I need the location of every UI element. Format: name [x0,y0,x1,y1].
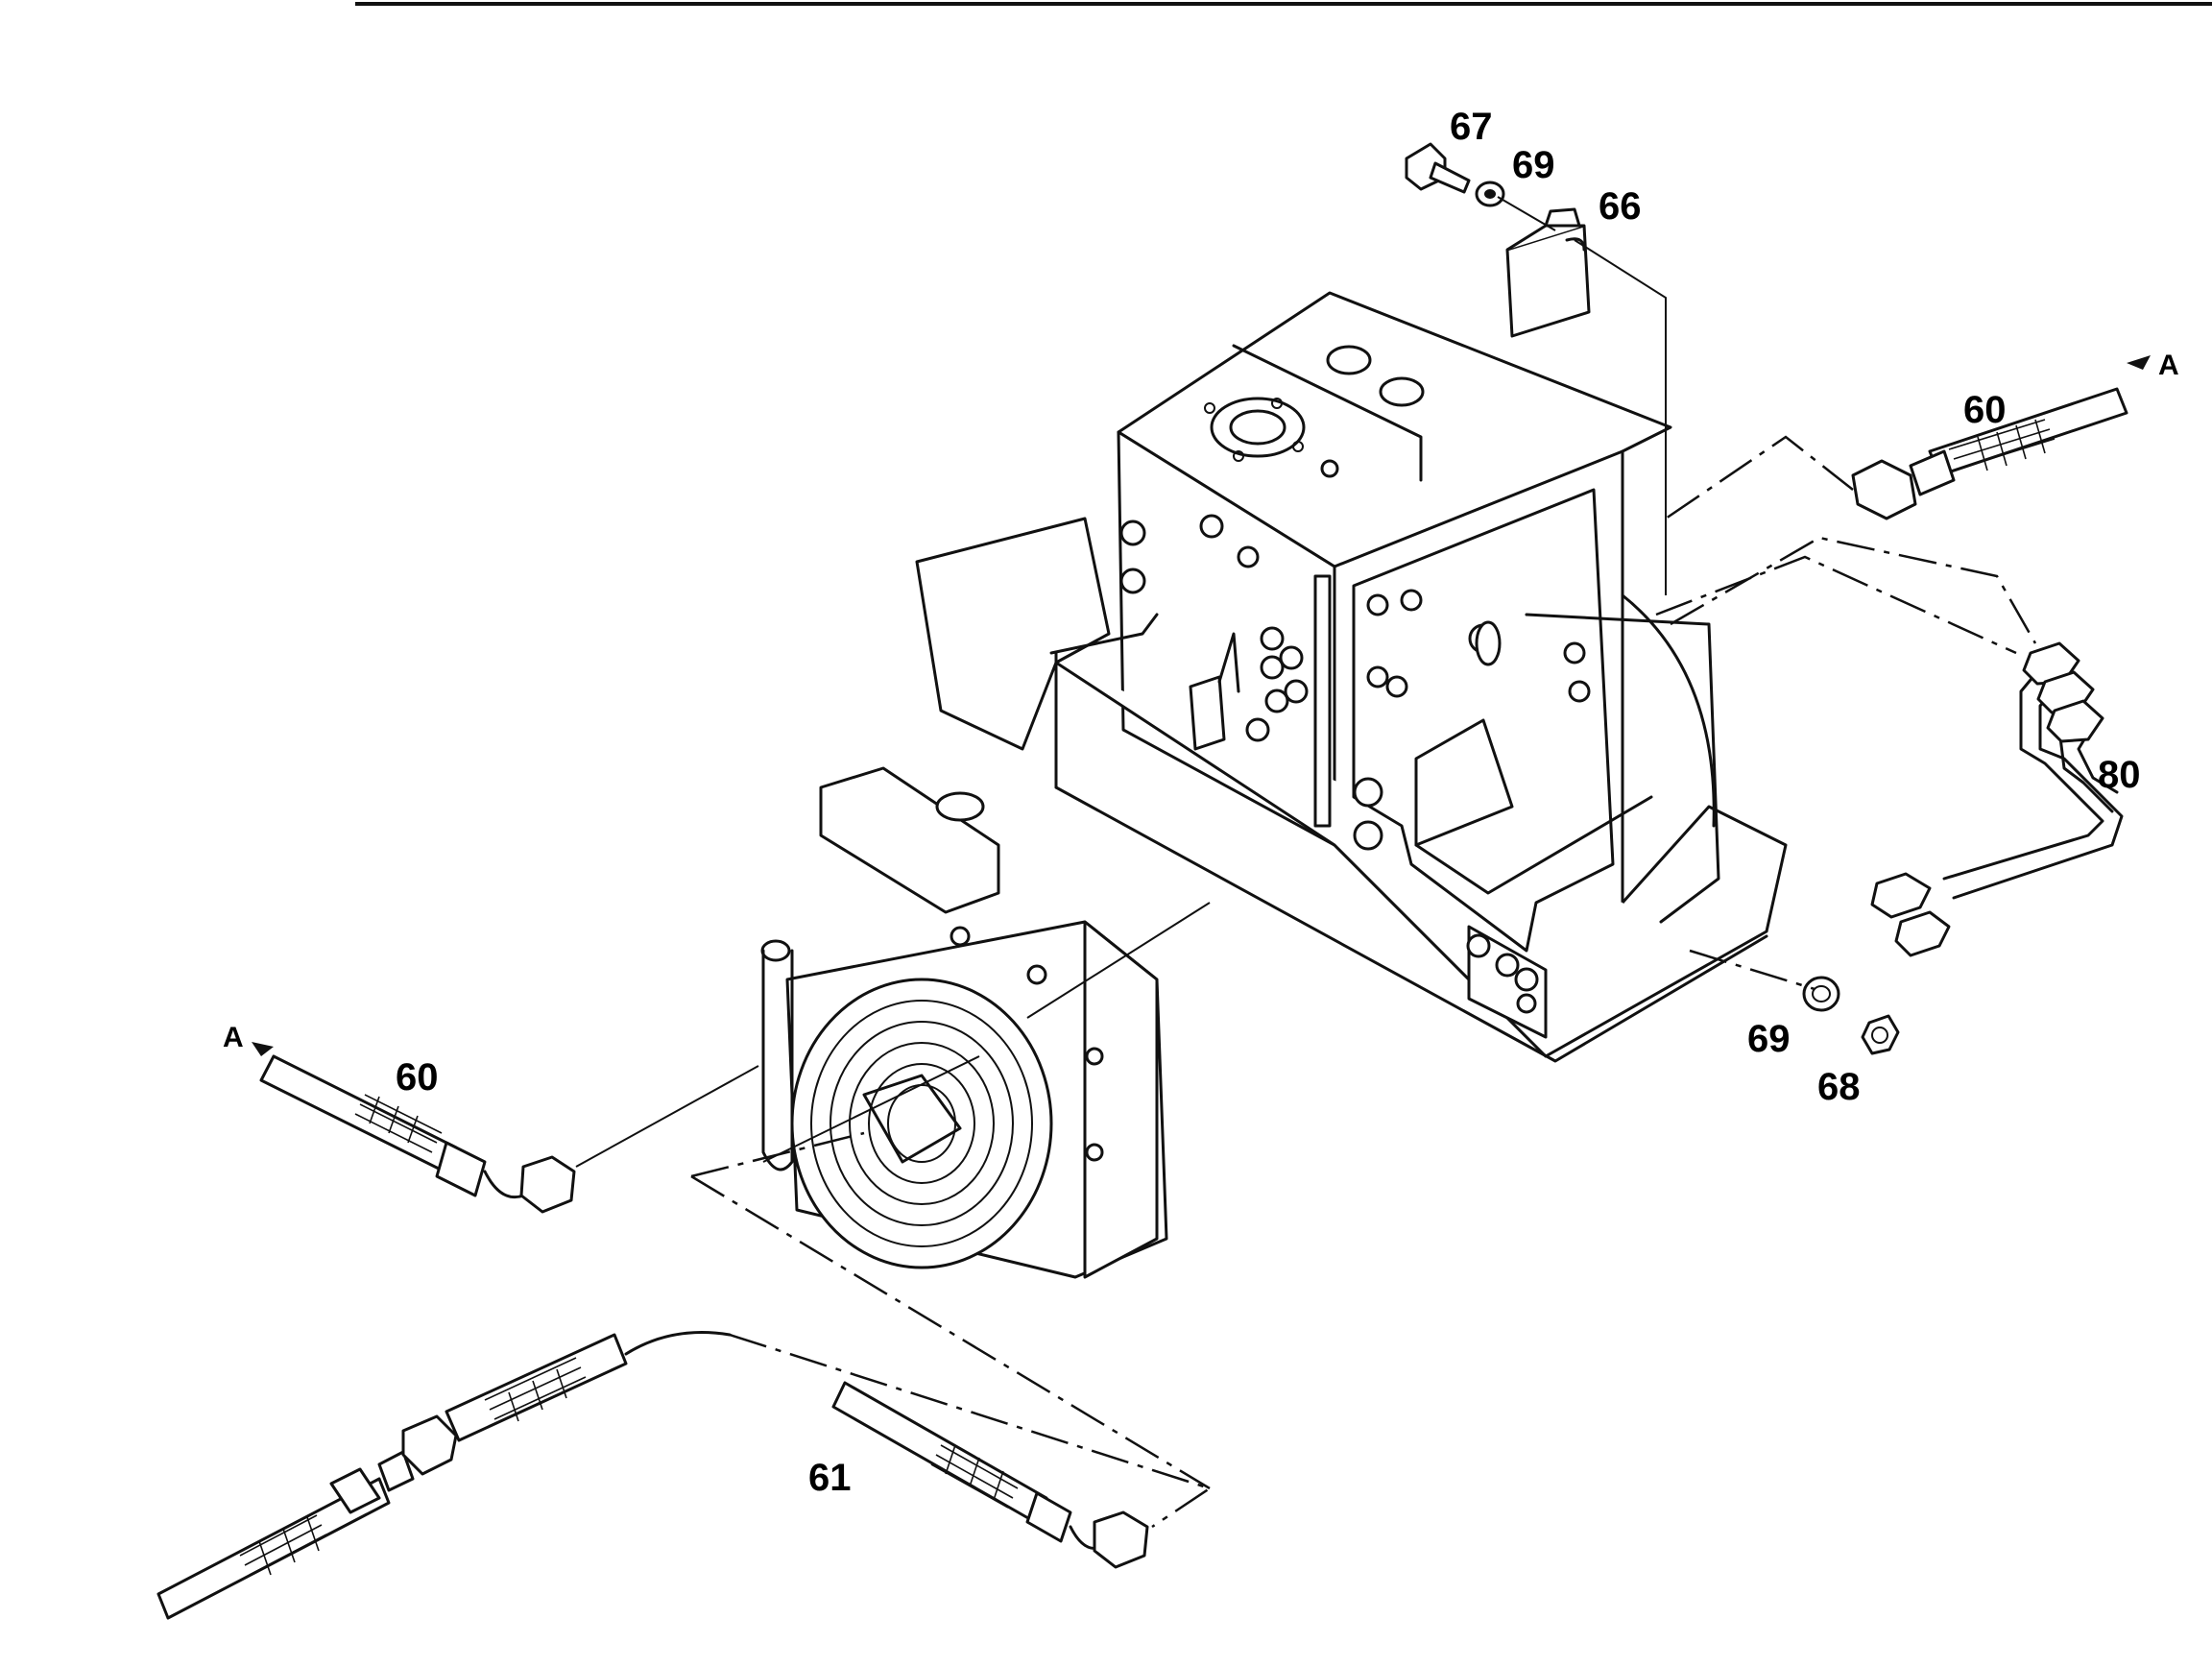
callout-61: 61 [808,1457,852,1499]
bolt-67 [1405,142,1471,194]
callout-60-left: 60 [396,1056,439,1099]
arrow-a-left-label: A [223,1022,244,1053]
leader-cooler-to-tank [762,902,1211,1163]
sensor-block-66 [1505,207,1591,338]
leader-pipe-80-b [1655,555,2017,655]
leader-pipe-80-a [1670,536,2037,644]
arrow-ref-a-left: A [223,1022,274,1056]
callout-69-top: 69 [1512,144,1555,186]
hydraulic-tank-housing [915,291,1788,1063]
leader-nut-line [1689,949,1815,991]
hose-60-right [1851,387,2128,520]
callout-68: 68 [1817,1066,1861,1108]
callout-66: 66 [1599,185,1642,228]
callout-69-bottom: 69 [1747,1018,1791,1060]
leader-cooler-bracket [690,1131,1211,1490]
washer-69-top [1475,181,1505,207]
callout-80: 80 [2098,754,2141,796]
washer-69-bottom [1802,976,1840,1012]
hose-61 [156,1331,1149,1620]
callout-60-right: 60 [1963,389,2007,431]
leader-hose-60-right [1665,435,1854,520]
leader-hose-60-left [575,1065,759,1168]
leader-hose-61 [729,1333,1213,1529]
oil-cooler-fan [760,766,1168,1279]
arrow-a-right-label: A [2158,350,2179,381]
callout-67: 67 [1450,106,1493,148]
hose-60-left [259,1054,576,1214]
nut-68 [1861,1014,1900,1055]
arrow-ref-a-right: A [2127,350,2179,381]
steel-pipe-assembly-80 [1870,641,2124,957]
leader-bolt-to-tank [1497,196,1667,595]
